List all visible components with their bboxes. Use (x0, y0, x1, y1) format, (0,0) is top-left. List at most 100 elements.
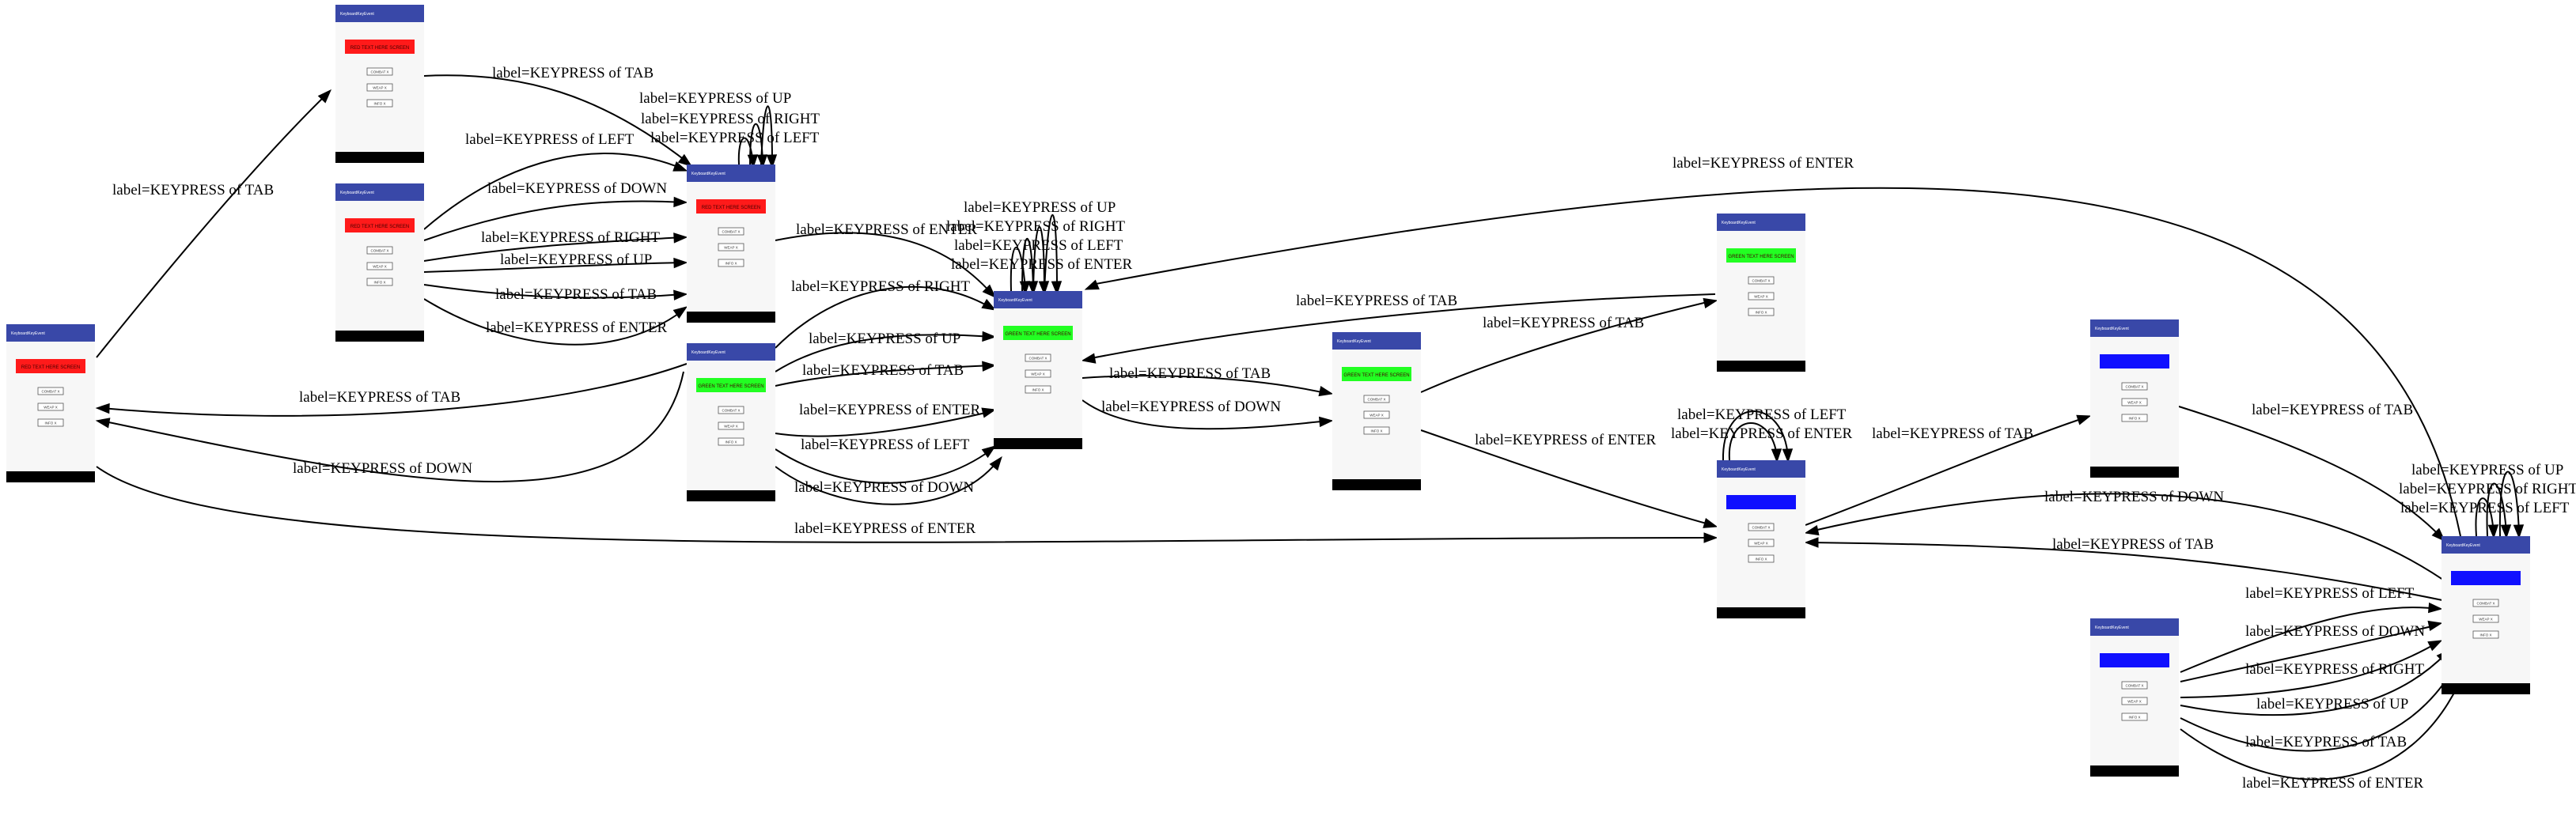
edge-s2-to-s3 (423, 284, 684, 299)
edge-label: label=KEYPRESS of TAB (112, 182, 274, 198)
menu-button-label: COMBAT X (2125, 385, 2143, 389)
menu-button (2472, 630, 2499, 639)
color-banner (2451, 571, 2521, 585)
edge-s4-to-s5 (775, 334, 993, 372)
arrowhead (2487, 524, 2499, 539)
arrowhead (672, 161, 688, 172)
arrowhead (981, 298, 997, 311)
color-banner (1342, 367, 1411, 381)
menu-button (718, 421, 744, 430)
nav-footer (2090, 765, 2179, 777)
edge-label: label=KEYPRESS of ENTER (799, 402, 981, 418)
menu-button (718, 406, 744, 414)
app-bar-title: KeyboardKeyEvent (340, 191, 374, 195)
menu-button (2121, 398, 2148, 406)
edge-s2-to-s3 (423, 298, 684, 346)
arrowhead (317, 89, 331, 104)
banner-text: GREEN TEXT HERE SCREEN (1343, 373, 1409, 378)
edges-layer (95, 74, 2525, 781)
menu-button-label: COMBAT X (722, 409, 740, 413)
edge-s8-to-s11 (2178, 406, 2442, 539)
edge-label: label=KEYPRESS of ENTER (1673, 155, 1854, 172)
nav-footer (1717, 361, 1805, 372)
menu-button-label: COMBAT X (1752, 279, 1770, 283)
edge-s10-to-s11 (2180, 652, 2447, 716)
edge-s11-to-s9 (1809, 493, 2452, 586)
edge-label: label=KEYPRESS of TAB (492, 65, 653, 81)
banner-text: RED TEXT HERE SCREEN (702, 206, 760, 210)
edge-label: label=KEYPRESS of TAB (2052, 536, 2214, 553)
menu-button (366, 246, 393, 255)
menu-button-label: INFO X (725, 262, 737, 266)
edge-s9-to-s9 (1722, 410, 1789, 461)
menu-button-label: WEAP X (373, 86, 386, 90)
edge-s10-to-s11 (2180, 659, 2460, 752)
menu-button (1748, 523, 1775, 531)
banner-text: RED TEXT HERE SCREEN (350, 225, 409, 229)
color-banner (2100, 354, 2169, 369)
edge-label: label=KEYPRESS of ENTER (486, 319, 668, 336)
edge-label: label=KEYPRESS of TAB (802, 362, 964, 379)
edge-s2-to-s3 (423, 236, 684, 262)
edge-label: label=KEYPRESS of UP (2256, 696, 2408, 712)
menu-button-label: INFO X (1755, 311, 1767, 315)
edge-s10-to-s11 (2180, 641, 2439, 698)
color-banner (16, 359, 85, 373)
edge-label: label=KEYPRESS of LEFT (954, 237, 1123, 254)
color-banner (345, 218, 415, 232)
menu-button-label: INFO X (725, 440, 737, 444)
arrowhead (1318, 385, 1334, 397)
app-bar (1717, 214, 1805, 231)
app-bar-title: KeyboardKeyEvent (340, 12, 374, 17)
app-bar (1332, 332, 1421, 350)
app-bar (994, 291, 1082, 308)
app-bar (687, 343, 775, 361)
app-bar-title: KeyboardKeyEvent (1722, 467, 1756, 472)
edge-label: label=KEYPRESS of TAB (299, 389, 460, 406)
edge-label: label=KEYPRESS of UP (2411, 462, 2563, 478)
edge-label: label=KEYPRESS of RIGHT (2399, 481, 2576, 497)
menu-button-label: INFO X (2128, 716, 2140, 720)
menu-button (718, 437, 744, 446)
menu-button-label: WEAP X (2127, 700, 2141, 704)
edge-label: label=KEYPRESS of LEFT (650, 130, 820, 146)
menu-button (2121, 414, 2148, 422)
banner-text: GREEN TEXT HERE SCREEN (698, 384, 763, 389)
arrowhead (677, 153, 693, 167)
arrowhead (1703, 532, 1718, 543)
edge-s6-to-s7 (1420, 300, 1714, 393)
edge-label: label=KEYPRESS of ENTER (1671, 425, 1853, 442)
menu-button (1025, 353, 1051, 362)
edge-s10-to-s11 (2180, 624, 2439, 682)
menu-button-label: COMBAT X (1367, 398, 1385, 402)
app-bar-title: KeyboardKeyEvent (11, 331, 45, 336)
edge-s4-to-s5 (775, 459, 999, 505)
arrowhead (982, 331, 997, 342)
menu-button (37, 403, 64, 411)
color-banner (2100, 653, 2169, 667)
edge-s11-to-s11 (2475, 497, 2495, 537)
menu-button-label: WEAP X (1754, 542, 1767, 546)
app-bar (6, 324, 95, 342)
nav-footer (994, 438, 1082, 449)
edge-s11-to-s5 (1091, 187, 2461, 537)
banner-text: GREEN TEXT HERE SCREEN (1728, 255, 1794, 259)
edge-s10-to-s11 (2180, 607, 2439, 673)
menu-button (1363, 410, 1390, 419)
arrowhead (95, 418, 111, 429)
nav-footer (687, 490, 775, 501)
arrowhead (673, 289, 688, 300)
edge-label: label=KEYPRESS of LEFT (1677, 406, 1847, 423)
edge-s4-to-s5 (775, 410, 993, 437)
menu-button-label: COMBAT X (1752, 526, 1770, 530)
arrowhead (672, 306, 688, 319)
arrowhead (982, 361, 997, 372)
